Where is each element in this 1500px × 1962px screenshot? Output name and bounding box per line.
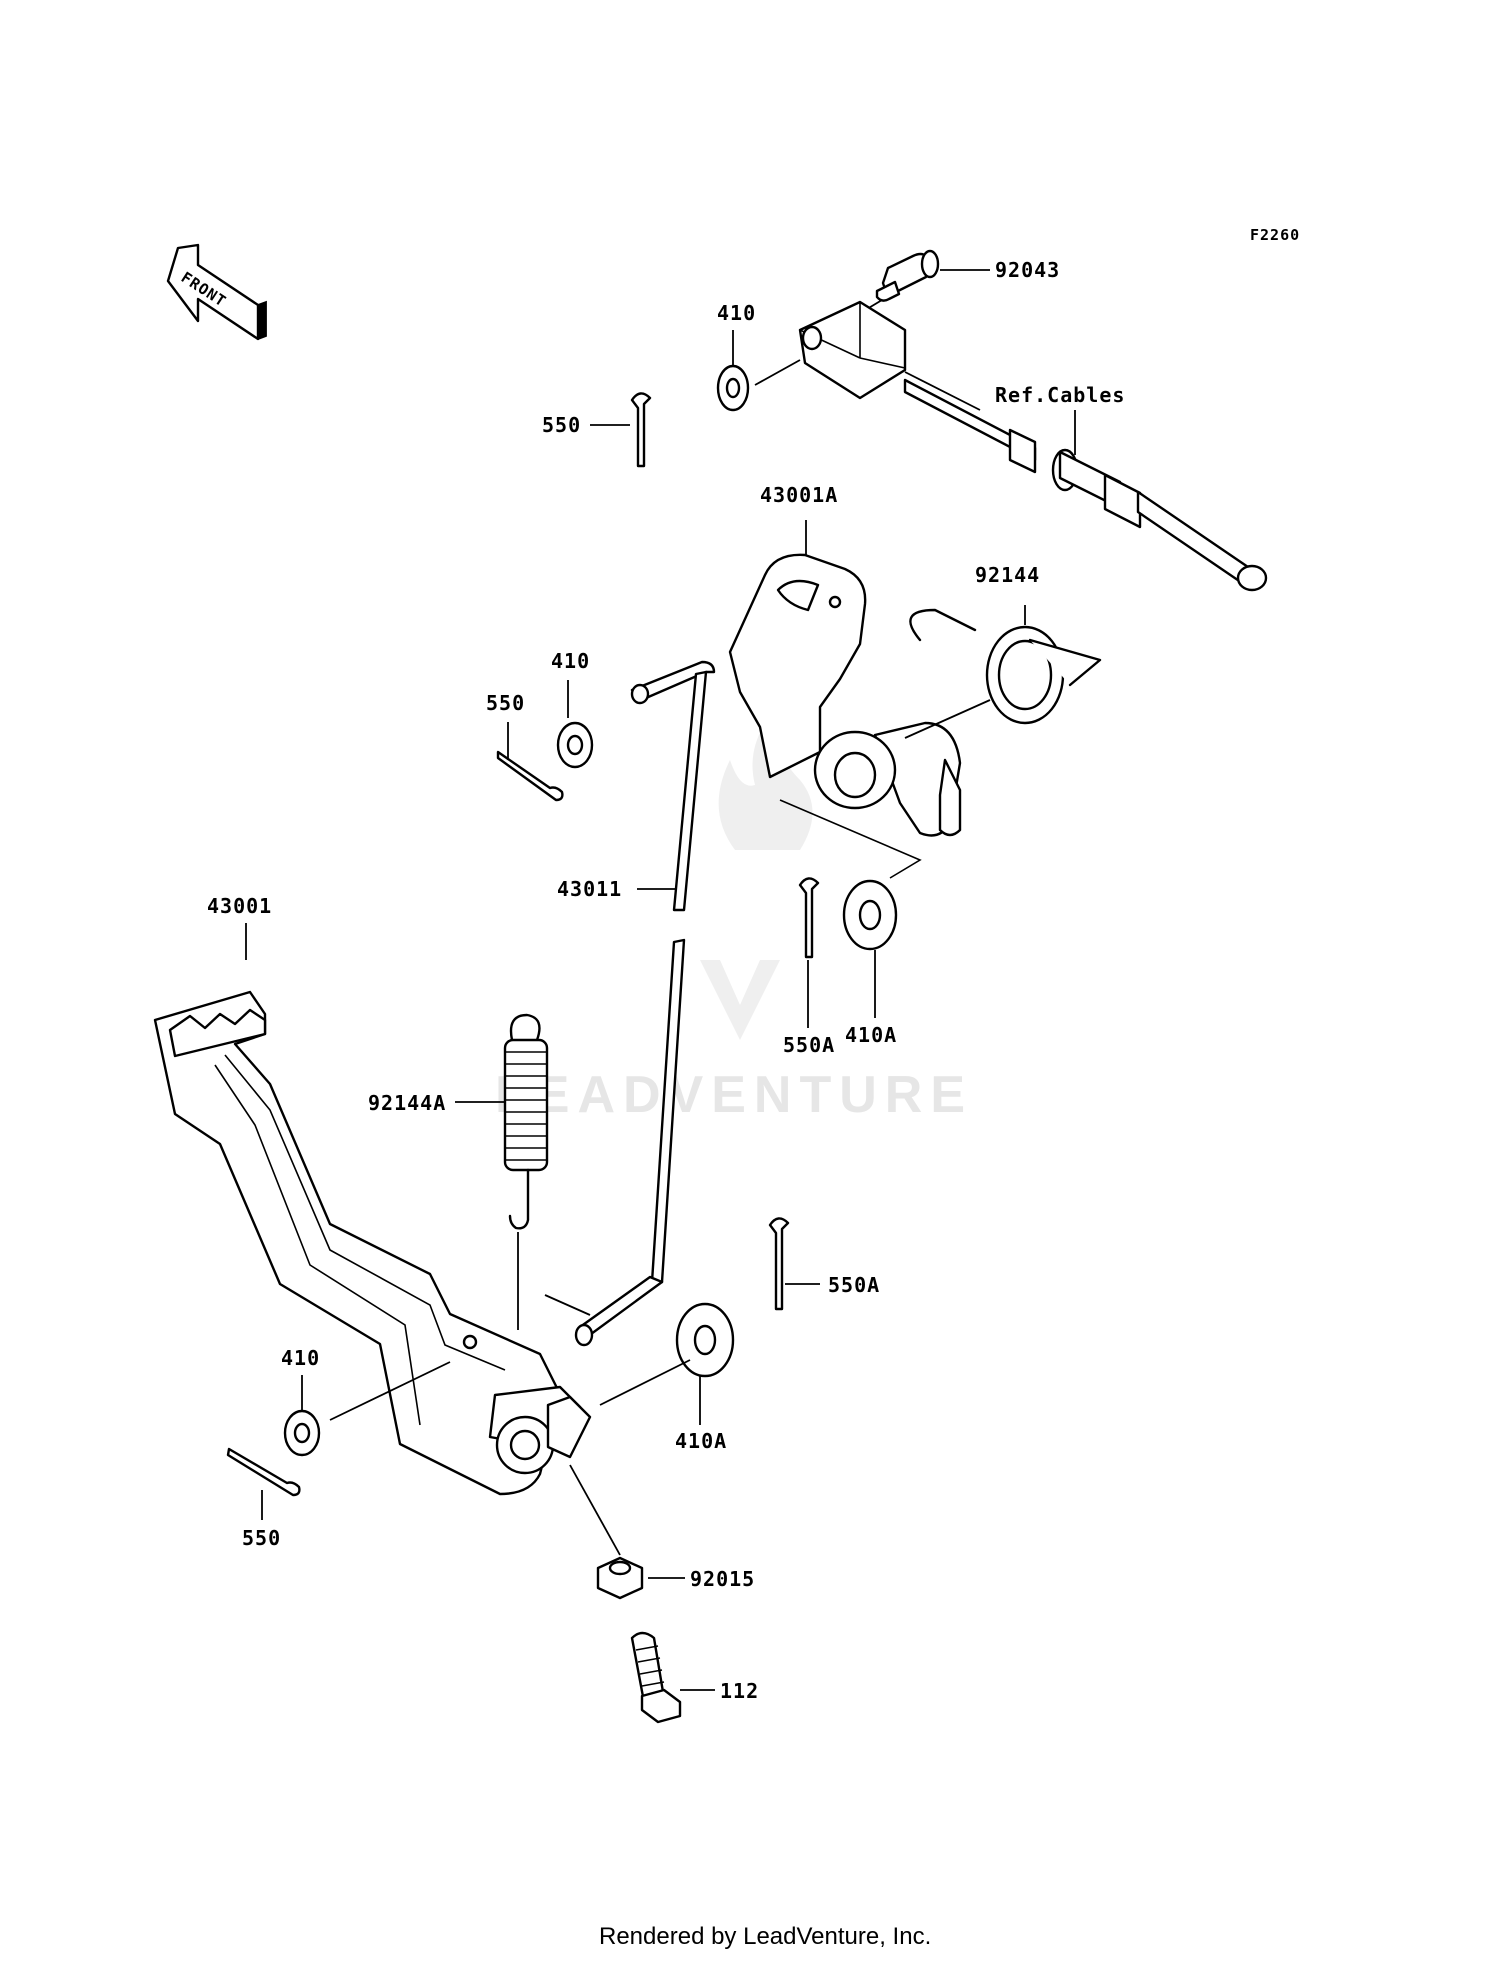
cotter-pin-550a-upper xyxy=(798,877,820,959)
callout-550-mid: 550 xyxy=(486,691,525,715)
cotter-pin-550a-lower xyxy=(768,1217,790,1311)
callout-43001: 43001 xyxy=(207,894,272,918)
clevis-pin-92043 xyxy=(875,249,940,302)
callout-410a-lower: 410A xyxy=(675,1429,727,1453)
callout-92043: 92043 xyxy=(995,258,1060,282)
callout-112: 112 xyxy=(720,1679,759,1703)
figure-code: F2260 xyxy=(1250,226,1300,244)
brake-arm-43001a xyxy=(728,553,962,837)
washer-410-mid xyxy=(556,721,594,769)
callout-410a-upper: 410A xyxy=(845,1023,897,1047)
callout-550-low: 550 xyxy=(242,1526,281,1550)
washer-410a-lower xyxy=(675,1302,735,1378)
cotter-pin-550-low xyxy=(226,1447,301,1497)
leader-washer-pedal xyxy=(599,1359,691,1406)
callout-92015: 92015 xyxy=(690,1567,755,1591)
watermark: LEADVENTURE xyxy=(495,710,973,1124)
cable-clevis xyxy=(798,300,981,411)
leader-nut-pedal xyxy=(569,1464,621,1556)
return-spring-92144a xyxy=(503,1013,549,1230)
callout-43001a: 43001A xyxy=(760,483,838,507)
washer-410-low xyxy=(283,1409,321,1457)
callout-92144a: 92144A xyxy=(368,1091,446,1115)
leader-rod-pedal xyxy=(544,1294,591,1316)
leader-washer-pedal-low xyxy=(329,1361,451,1421)
cotter-pin-550-top xyxy=(630,392,652,468)
callout-92144: 92144 xyxy=(975,563,1040,587)
callout-550-top: 550 xyxy=(542,413,581,437)
footer-credit: Rendered by LeadVenture, Inc. xyxy=(599,1923,931,1950)
nut-92015 xyxy=(596,1556,644,1600)
callout-550a-upper: 550A xyxy=(783,1033,835,1057)
callout-550a-lower: 550A xyxy=(828,1273,880,1297)
cotter-pin-550-mid xyxy=(496,750,564,802)
washer-410-top xyxy=(716,364,750,412)
callout-43011: 43011 xyxy=(557,877,622,901)
torsion-spring-92144 xyxy=(909,608,1102,725)
brake-pedal-43001 xyxy=(153,990,592,1496)
callout-410-low: 410 xyxy=(281,1346,320,1370)
leader-arm-shaft xyxy=(779,799,922,879)
callout-410-top: 410 xyxy=(717,301,756,325)
watermark-text: LEADVENTURE xyxy=(495,1066,973,1124)
front-arrow-icon: FRONT xyxy=(166,243,267,341)
brake-cable xyxy=(903,378,1268,592)
bolt-112 xyxy=(630,1631,682,1724)
washer-410a-upper xyxy=(842,879,898,951)
brake-rod-43011 xyxy=(574,660,716,1347)
callout-410-mid: 410 xyxy=(551,649,590,673)
leader-washer-clevis xyxy=(754,359,801,386)
callout-ref-cables: Ref.Cables xyxy=(995,383,1125,407)
leader-spring-arm xyxy=(904,699,991,739)
